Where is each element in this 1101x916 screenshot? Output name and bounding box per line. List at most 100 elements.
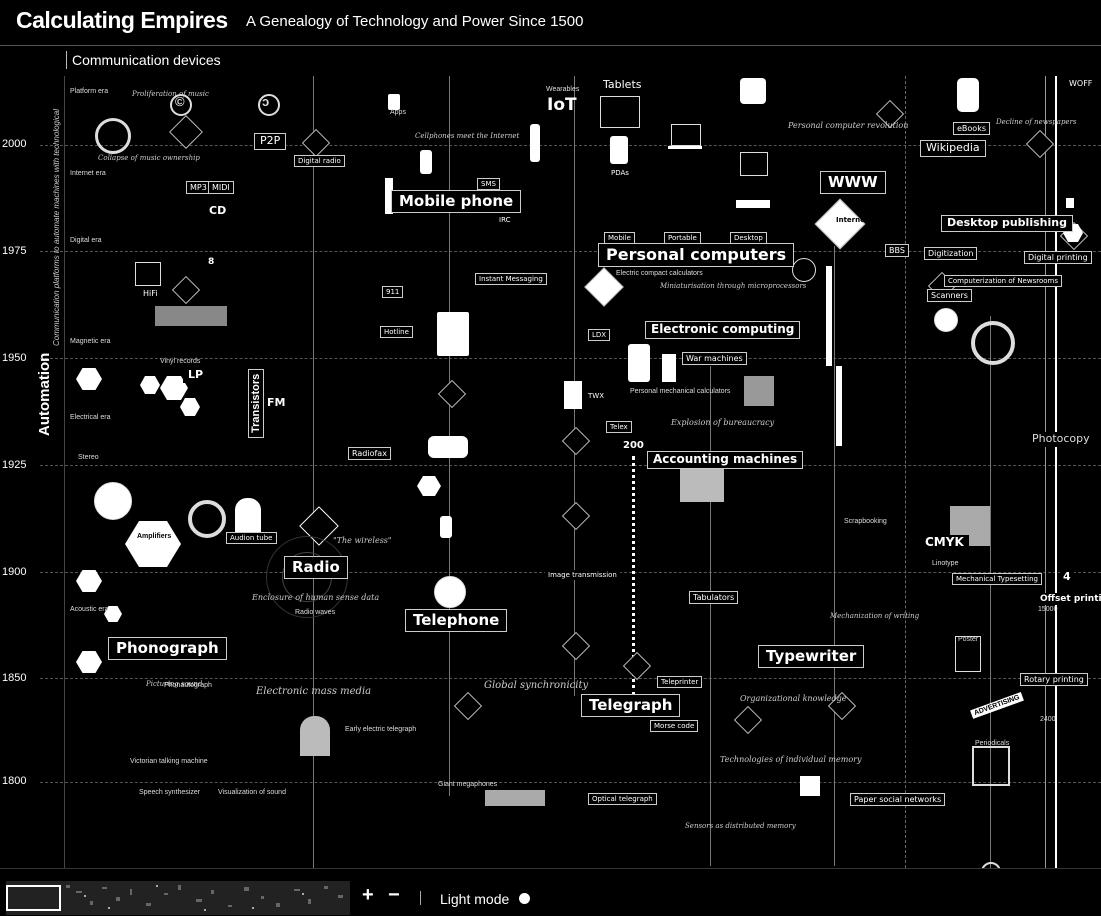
topic-digital-radio[interactable]: Digital radio (294, 155, 345, 168)
topic-desktop[interactable]: Desktop (730, 232, 767, 245)
topic-ldx[interactable]: LDX (588, 329, 611, 342)
topic-portable[interactable]: Portable (664, 232, 701, 245)
node-diamond[interactable] (561, 631, 591, 661)
topic-wikipedia[interactable]: Wikipedia (920, 140, 986, 157)
topic-telex[interactable]: Telex (606, 421, 632, 434)
topic-accounting-machines[interactable]: Accounting machines (647, 451, 804, 469)
topic-telegraph[interactable]: Telegraph (581, 694, 681, 718)
topic-rotary-printing[interactable]: Rotary printing (1020, 673, 1088, 687)
topic-hotline[interactable]: Hotline (380, 326, 413, 339)
topic-typewriter[interactable]: Typewriter (758, 645, 865, 669)
node-hexagon[interactable] (76, 570, 102, 592)
topic-photocopy[interactable]: Photocopy (1029, 432, 1093, 447)
topic-digitization[interactable]: Digitization (924, 247, 978, 261)
number-200: 200 (620, 439, 647, 453)
topic-digital-printing[interactable]: Digital printing (1024, 251, 1092, 265)
topic-instant-messaging[interactable]: Instant Messaging (475, 273, 547, 286)
topic-hifi[interactable]: HiFi (140, 288, 161, 300)
label-apps: Apps (390, 109, 406, 116)
topic-cmyk[interactable]: CMYK (920, 535, 969, 551)
node-hexagon[interactable] (417, 476, 441, 496)
topic-teleprinter[interactable]: Teleprinter (657, 676, 703, 689)
topic-mobile-phone[interactable]: Mobile phone (391, 190, 522, 214)
note-global-synchronicity: Global synchronicity (484, 680, 589, 691)
label-vinyl-records: Vinyl records (160, 358, 201, 365)
node-diamond[interactable] (301, 128, 331, 158)
topic-sms[interactable]: SMS (477, 178, 500, 191)
gridline-1950 (40, 358, 1101, 359)
node-diamond[interactable] (171, 275, 201, 305)
node-diamond[interactable] (1025, 129, 1055, 159)
topic-tabulators[interactable]: Tabulators (689, 591, 739, 605)
node-hexagon[interactable] (76, 368, 102, 390)
topic-morse-code[interactable]: Morse code (650, 720, 699, 733)
topic-war-machines[interactable]: War machines (682, 352, 747, 366)
topic-phonograph[interactable]: Phonograph (108, 637, 227, 661)
topic-ebooks[interactable]: eBooks (953, 122, 990, 136)
app-icon (388, 94, 400, 110)
topic-midi[interactable]: MIDI (208, 181, 234, 195)
footer-bar: + − Light mode (0, 868, 1101, 916)
node-hexagon[interactable] (180, 398, 200, 416)
light-mode-toggle[interactable] (519, 893, 530, 904)
minimap[interactable] (6, 881, 350, 915)
era-internet: Internet era (70, 170, 106, 177)
light-mode-label[interactable]: Light mode (440, 891, 510, 907)
node-hexagon[interactable] (76, 651, 102, 673)
number-8: 8 (205, 256, 218, 269)
topic-twx[interactable]: TWX (585, 391, 607, 402)
topic-transistors[interactable]: Transistors (248, 368, 264, 438)
map-canvas[interactable]: 2000 1975 1950 1925 1900 1850 1800 Autom… (0, 76, 1101, 868)
topic-mechanical-typesetting[interactable]: Mechanical Typesetting (952, 573, 1042, 586)
topic-personal-computers[interactable]: Personal computers (598, 243, 795, 268)
top-bar: Calculating Empires A Genealogy of Techn… (0, 0, 1101, 46)
topic-lp[interactable]: LP (183, 368, 209, 383)
topic-optical-telegraph[interactable]: Optical telegraph (588, 793, 657, 806)
topic-audion-tube[interactable]: Audion tube (226, 532, 277, 545)
node-diamond[interactable] (437, 379, 467, 409)
topic-tablets[interactable]: Tablets (598, 78, 647, 93)
topic-mobile[interactable]: Mobile (604, 232, 635, 245)
topic-image-transmission[interactable]: Image transmission (545, 570, 620, 581)
node-diamond[interactable] (453, 691, 483, 721)
topic-telephone[interactable]: Telephone (405, 609, 508, 633)
topic-paper-social-networks[interactable]: Paper social networks (850, 793, 946, 807)
topic-bbs[interactable]: BBS (885, 244, 909, 258)
candlestick-phone-icon (440, 516, 452, 538)
zoom-out-button[interactable]: − (388, 884, 400, 906)
node-diamond[interactable] (561, 426, 591, 456)
year-label: 1800 (2, 775, 27, 787)
node-hexagon[interactable] (140, 376, 160, 394)
node-diamond[interactable] (622, 651, 652, 681)
pen-icon (836, 366, 842, 446)
amplifiers-node[interactable] (125, 521, 181, 567)
topic-scanners[interactable]: Scanners (927, 289, 972, 303)
topic-woff[interactable]: WOFF (1066, 78, 1096, 90)
label-victorian-talking-machine: Victorian talking machine (130, 758, 208, 765)
zoom-in-button[interactable]: + (362, 884, 374, 906)
note-cellphones-internet: Cellphones meet the Internet (415, 132, 520, 140)
topic-radio[interactable]: Radio (284, 556, 348, 580)
topic-iot[interactable]: IoT (547, 95, 577, 115)
topic-internet[interactable]: Internet (836, 216, 869, 224)
topic-cd[interactable]: CD (204, 204, 232, 219)
topic-desktop-publishing[interactable]: Desktop publishing (941, 215, 1073, 232)
topic-www[interactable]: WWW (820, 171, 886, 195)
era-digital: Digital era (70, 237, 102, 244)
node-diamond[interactable] (561, 501, 591, 531)
topic-offset-printing[interactable]: Offset printin (1037, 593, 1101, 606)
app-subtitle: A Genealogy of Technology and Power Sinc… (246, 13, 584, 30)
topic-p2p[interactable]: P2P (254, 133, 287, 150)
topic-newsrooms[interactable]: Computerization of Newsrooms (944, 275, 1062, 288)
node-hexagon[interactable] (104, 606, 122, 622)
topic-irc[interactable]: IRC (496, 215, 514, 226)
smartphone-icon (957, 78, 979, 112)
topic-pdas[interactable]: PDAs (608, 168, 632, 179)
topic-electronic-computing[interactable]: Electronic computing (645, 321, 801, 339)
node-diamond[interactable] (169, 115, 203, 149)
app-title[interactable]: Calculating Empires (16, 7, 228, 33)
topic-radiofax[interactable]: Radiofax (348, 447, 391, 461)
minimap-viewport[interactable] (6, 885, 61, 911)
node-diamond[interactable] (733, 705, 763, 735)
topic-fm[interactable]: FM (262, 396, 291, 411)
